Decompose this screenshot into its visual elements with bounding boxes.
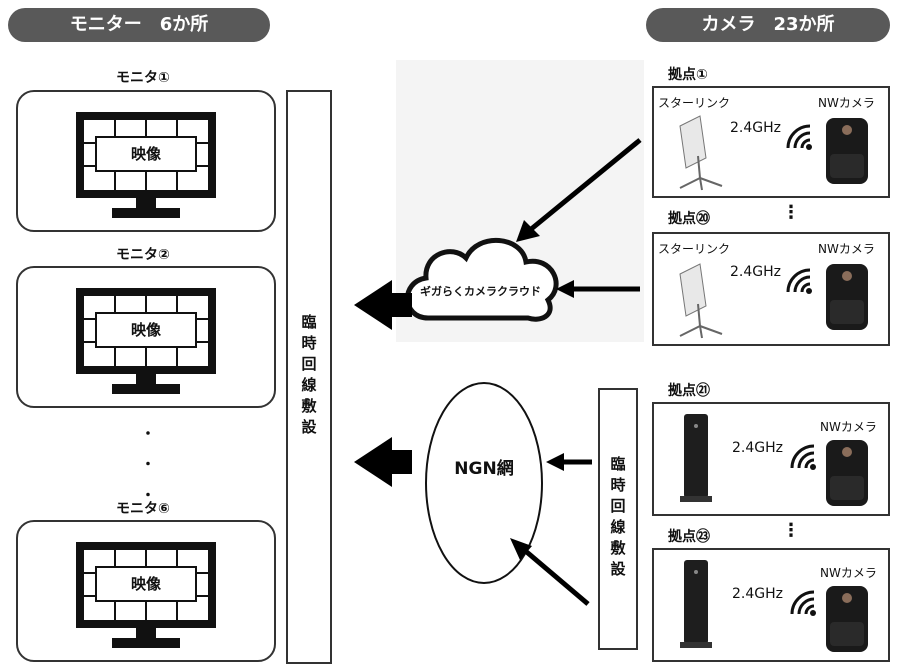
- site-label-20: 拠点⑳: [668, 211, 710, 227]
- starlink-dish-icon: [679, 115, 723, 191]
- monitor-screen-text: 映像: [130, 145, 161, 163]
- ngn-label: NGN網: [454, 459, 514, 479]
- site-box-23: 2.4GHz NWカメラ: [652, 548, 890, 662]
- router-icon: [680, 414, 712, 502]
- monitor-icon: [76, 288, 216, 394]
- monitor-box-2: 映像: [16, 266, 276, 408]
- frequency-label: 2.4GHz: [730, 264, 781, 280]
- monitor-screen-text: 映像: [130, 321, 161, 339]
- site-box-21: 2.4GHz NWカメラ: [652, 402, 890, 516]
- monitor-label-6: モニタ⑥: [116, 501, 170, 517]
- camera-label: NWカメラ: [818, 96, 875, 110]
- line-install-bar-right: 臨時回線敷設: [598, 388, 638, 650]
- arrow-icon: [354, 437, 412, 487]
- line-install-bar-left: 臨時回線敷設: [286, 90, 332, 664]
- monitor-icon: [76, 112, 216, 218]
- wifi-icon: [790, 444, 816, 470]
- camera-icon: [826, 440, 868, 506]
- arrow-icon: [556, 280, 574, 298]
- starlink-dish-icon: [679, 263, 723, 339]
- ngn-ellipse: [425, 382, 543, 584]
- monitor-ellipsis: ・ ・ ・: [139, 426, 155, 508]
- cloud-label: ギガらくカメラクラウド: [420, 285, 541, 298]
- site-box-20: スターリンク 2.4GHz NWカメラ: [652, 232, 890, 346]
- site-ellipsis: ⋮: [782, 202, 800, 223]
- cloud-icon: [405, 238, 559, 322]
- camera-label: NWカメラ: [820, 566, 877, 580]
- monitors-header: モニター 6か所: [8, 8, 270, 42]
- camera-icon: [826, 264, 868, 330]
- camera-label: NWカメラ: [820, 420, 877, 434]
- wifi-icon: [786, 124, 812, 150]
- frequency-label: 2.4GHz: [730, 120, 781, 136]
- line-install-text: 臨時回線敷設: [608, 456, 627, 582]
- site-ellipsis: ⋮: [782, 520, 800, 541]
- arrow-icon: [546, 453, 564, 471]
- wifi-icon: [790, 590, 816, 616]
- monitor-box-6: 映像: [16, 520, 276, 662]
- wifi-icon: [786, 268, 812, 294]
- arrow-icon: [510, 538, 532, 560]
- line-install-text: 臨時回線敷設: [299, 314, 318, 440]
- arrow-icon: [354, 280, 412, 330]
- site-label-23: 拠点㉓: [668, 529, 710, 545]
- device-label: スターリンク: [658, 96, 731, 110]
- monitor-label-1: モニタ①: [116, 70, 170, 86]
- monitor-icon: [76, 542, 216, 648]
- camera-label: NWカメラ: [818, 242, 875, 256]
- monitor-label-2: モニタ②: [116, 247, 170, 263]
- router-icon: [680, 560, 712, 648]
- camera-icon: [826, 586, 868, 652]
- frequency-label: 2.4GHz: [732, 440, 783, 456]
- monitor-screen-text: 映像: [130, 575, 161, 593]
- camera-icon: [826, 118, 868, 184]
- frequency-label: 2.4GHz: [732, 586, 783, 602]
- cameras-header: カメラ 23か所: [646, 8, 890, 42]
- arrow-icon: [516, 220, 540, 242]
- site-label-1: 拠点①: [668, 67, 708, 83]
- site-label-21: 拠点㉑: [668, 383, 710, 399]
- monitor-box-1: 映像: [16, 90, 276, 232]
- device-label: スターリンク: [658, 242, 731, 256]
- site-box-1: スターリンク 2.4GHz NWカメラ: [652, 86, 890, 198]
